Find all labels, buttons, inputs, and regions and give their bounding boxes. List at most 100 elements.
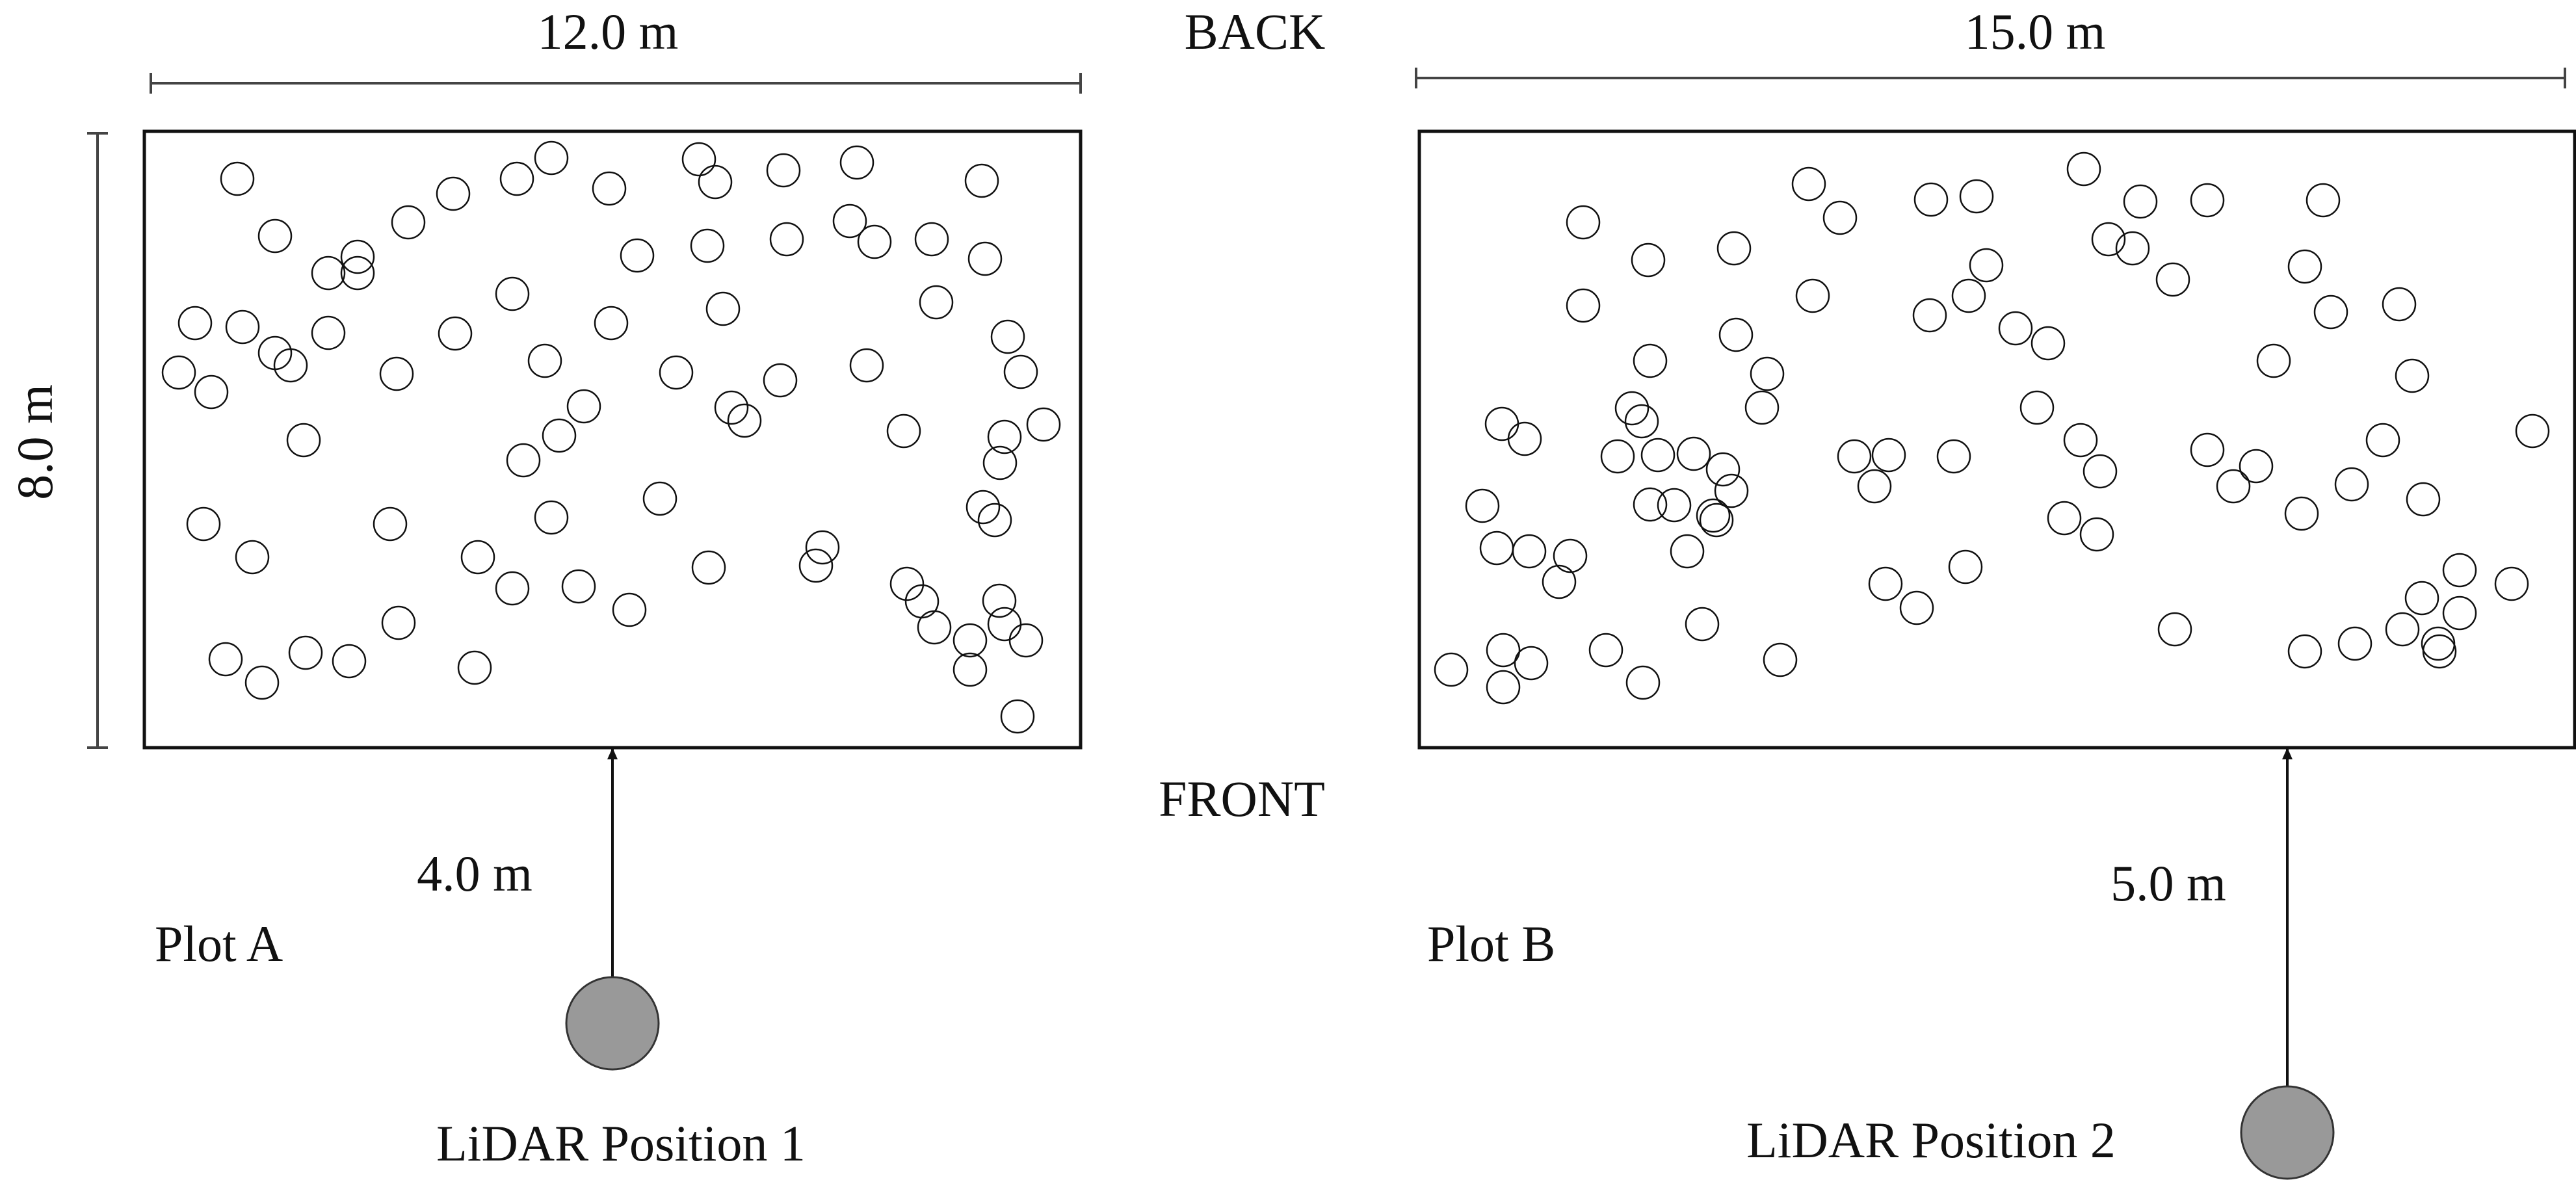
- plot-b-tree-stem-86: [1763, 642, 1798, 677]
- plot-b-tree-stem-19: [1912, 298, 1947, 333]
- plot-a-tree-stem-53: [186, 506, 221, 542]
- plot-b-trees: [1434, 151, 2550, 705]
- plot-b-tree-stem-64: [1553, 538, 1588, 573]
- plot-a-tree-stem-2: [257, 218, 293, 254]
- plot-b-boundary: [1417, 129, 2576, 750]
- plot-a-tree-stem-58: [642, 481, 677, 516]
- plot-a-tree-stem-56: [460, 540, 495, 575]
- plot-b-tree-stem-32: [1624, 404, 1659, 439]
- plot-a-tree-stem-17: [857, 224, 892, 259]
- plot-b-tree-stem-45: [2083, 454, 2118, 489]
- plot-b-tree-stem-29: [2395, 358, 2430, 393]
- plot-a-tree-stem-36: [659, 355, 694, 390]
- plot-b-tree-stem-23: [2313, 295, 2348, 330]
- plot-a-tree-stem-15: [964, 163, 999, 198]
- plot-b-tree-stem-80: [2422, 634, 2457, 669]
- plot-b-tree-stem-10: [2190, 183, 2225, 218]
- plot-b-tree-stem-30: [1744, 390, 1780, 425]
- plot-b-tree-stem-49: [2365, 423, 2400, 458]
- plot-a-tree-stem-44: [987, 419, 1022, 454]
- plot-b-tree-stem-57: [1699, 503, 1734, 538]
- plot-b-tree-stem-5: [1822, 200, 1858, 235]
- plot-a-tree-stem-12: [698, 164, 733, 200]
- plot-b-tree-stem-54: [1657, 488, 1692, 523]
- plot-b-tree-stem-11: [2306, 183, 2341, 218]
- plot-a-tree-stem-66: [889, 566, 925, 601]
- plot-b-tree-stem-21: [1998, 311, 2033, 346]
- plot-a-tree-stem-9: [534, 140, 569, 176]
- plot-a-tree-stem-31: [379, 356, 414, 391]
- plot-b-tree-stem-87: [1486, 670, 1521, 705]
- plot-b-tree-stem-2: [1631, 243, 1666, 278]
- plot-a-tree-stem-46: [1026, 407, 1061, 442]
- plot-a-tree-stem-74: [1000, 699, 1035, 734]
- plot-b-tree-stem-75: [2157, 612, 2192, 647]
- plot-a-tree-stem-5: [340, 256, 375, 291]
- plot-a-tree-stem-1: [220, 161, 255, 196]
- plot-a-tree-stem-47: [286, 423, 321, 458]
- plot-b-tree-stem-71: [2404, 581, 2439, 616]
- plot-b-tree-stem-63: [1512, 534, 1547, 569]
- plot-a-tree-stem-6: [391, 205, 426, 240]
- plot-a-tree-stem-34: [527, 343, 562, 378]
- plot-b-tree-stem-78: [2337, 626, 2372, 661]
- plot-a-tree-stem-24: [177, 306, 213, 341]
- plot-a-tree-stem-21: [914, 222, 949, 257]
- plot-a-tree-stem-30: [194, 374, 229, 410]
- plot-a-tree-stem-18: [690, 228, 725, 263]
- plot-a-tree-stem-13: [766, 153, 801, 188]
- plot-a-tree-stem-20: [620, 238, 655, 273]
- plot-b-tree-stem-8: [2066, 151, 2101, 187]
- plot-b-tree-stem-42: [1857, 469, 1892, 504]
- plot-b-tree-stem-81: [1434, 652, 1469, 687]
- plot-a-name: Plot A: [155, 915, 283, 972]
- plot-b-tree-stem-22: [2031, 326, 2066, 361]
- plot-a-tree-stem-32: [438, 316, 473, 351]
- plot-a-tree-stem-40: [727, 403, 762, 438]
- plot-b-tree-stem-34: [1484, 406, 1519, 441]
- plot-b-tree-stem-68: [1868, 566, 1903, 601]
- plot-b-tree-stem-65: [1542, 564, 1577, 599]
- plot-a-tree-stem-79: [381, 605, 416, 640]
- plot-a-tree-stem-50: [506, 443, 541, 478]
- plot-b-tree-stem-39: [1705, 452, 1741, 487]
- plot-b-tree-stem-13: [2115, 231, 2150, 266]
- plot-a-height-label: 8.0 m: [7, 384, 63, 500]
- plot-b-tree-stem-15: [2155, 262, 2190, 297]
- plot-a-tree-stem-43: [1003, 354, 1038, 389]
- plot-b-tree-stem-24: [2382, 287, 2417, 322]
- plot-a: 12.0 m 8.0 m 4.0 m Plot A LiDAR Position…: [7, 3, 1083, 1172]
- plot-b: 15.0 m 5.0 m Plot B LiDAR Position 2: [1415, 3, 2576, 1180]
- plot-a-tree-stem-65: [612, 592, 647, 627]
- plot-b-tree-stem-62: [1479, 531, 1514, 566]
- plot-b-tree-stem-26: [1633, 343, 1668, 378]
- plot-a-tree-stem-25: [225, 309, 260, 345]
- plot-a-tree-stem-11: [681, 142, 716, 177]
- plot-a-tree-stem-4: [340, 239, 375, 274]
- plot-b-tree-stem-6: [1913, 182, 1949, 217]
- plot-a-tree-stem-35: [594, 306, 629, 341]
- plot-a-tree-stem-61: [798, 548, 834, 583]
- plot-a-tree-stem-52: [966, 490, 1001, 525]
- plot-a-tree-stem-71: [987, 607, 1022, 642]
- plot-a-tree-stem-51: [886, 413, 921, 449]
- plot-a-tree-stem-3: [311, 256, 346, 291]
- front-label: FRONT: [1159, 770, 1325, 827]
- plot-b-tree-stem-14: [1969, 248, 2004, 283]
- plot-b-tree-stem-27: [1750, 356, 1785, 391]
- plot-b-tree-stem-60: [2284, 496, 2319, 531]
- plot-b-tree-stem-82: [1486, 633, 1521, 668]
- plot-a-tree-stem-60: [805, 530, 840, 565]
- plot-a-tree-stem-41: [849, 348, 884, 383]
- plot-b-tree-stem-12: [2091, 222, 2126, 257]
- plot-a-tree-stem-19: [769, 222, 804, 257]
- plot-b-tree-stem-9: [2123, 184, 2158, 219]
- plot-a-tree-stem-29: [161, 355, 196, 390]
- plot-a-lidar-arrowhead-top: [607, 748, 618, 759]
- plot-a-tree-stem-33: [495, 276, 530, 311]
- plot-a-tree-stem-80: [457, 650, 492, 685]
- plot-b-tree-stem-33: [2019, 390, 2055, 425]
- back-label: BACK: [1185, 3, 1326, 60]
